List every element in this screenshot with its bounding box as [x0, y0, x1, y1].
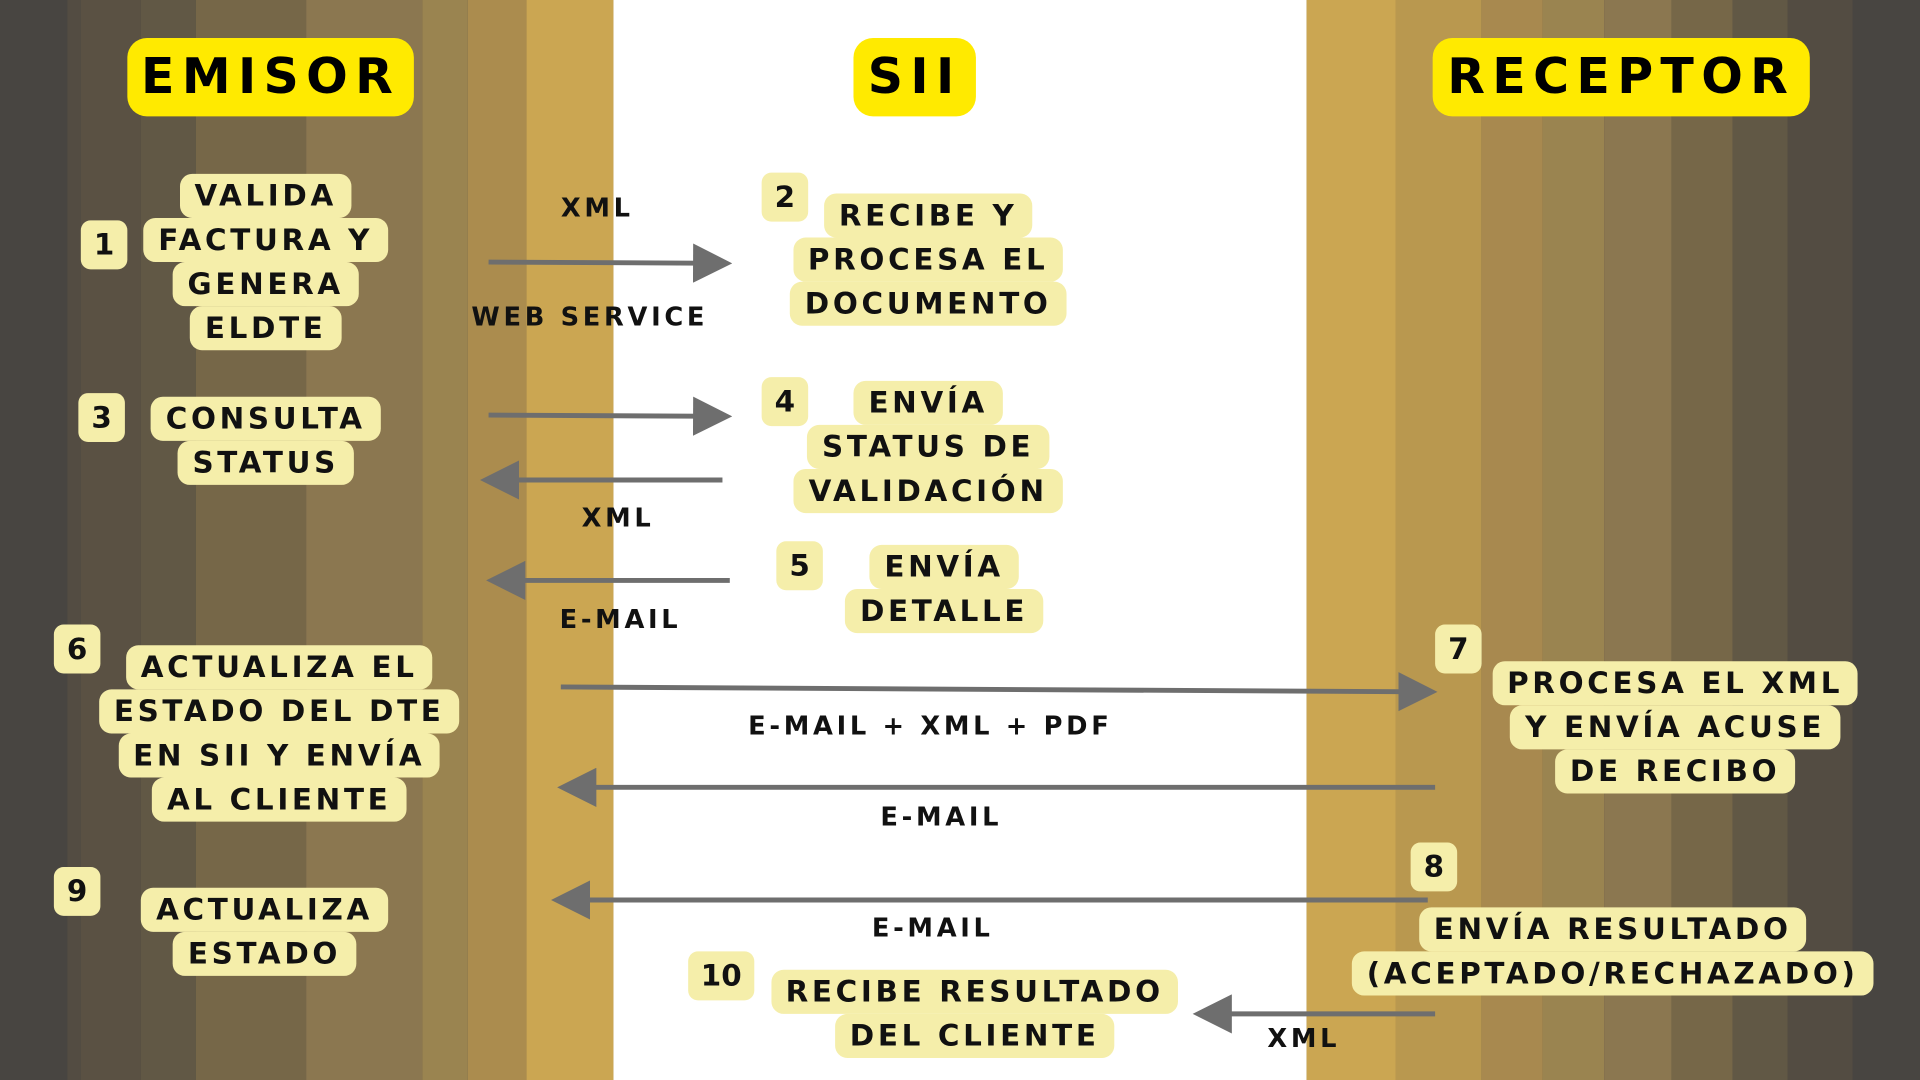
step-text-line: DEL CLIENTE: [835, 1013, 1115, 1058]
stripe: [1481, 0, 1543, 1080]
label-xml: XML: [1267, 1023, 1341, 1054]
step-text-line: PROCESA EL XML: [1492, 661, 1858, 706]
step-text-line: RECIBE RESULTADO: [770, 969, 1179, 1014]
label-web-service: WEB SERVICE: [471, 302, 709, 332]
step-text-line: ELDTE: [190, 306, 342, 351]
step-number: 1: [80, 220, 128, 270]
step-text-line: STATUS DE: [807, 424, 1049, 469]
step-text-line: ACTUALIZA EL: [126, 645, 433, 690]
stripe: [1671, 0, 1733, 1080]
step-number: 4: [761, 377, 809, 427]
step-text-line: ENVÍA: [853, 380, 1003, 425]
stripe: [467, 0, 527, 1080]
step-number: 3: [78, 393, 125, 443]
step-text-line: DE RECIBO: [1555, 749, 1795, 794]
label-email: E-MAIL: [871, 913, 994, 943]
step-number: 10: [688, 951, 755, 1001]
step-text-line: (ACEPTADO/RECHAZADO): [1352, 951, 1874, 996]
step-text-line: AL CLIENTE: [152, 777, 407, 822]
arrow-3-to-4: [488, 396, 733, 436]
step-text-line: STATUS: [177, 440, 354, 485]
step-text-line: ACTUALIZA: [141, 887, 388, 932]
step-number: 7: [1435, 624, 1482, 674]
label-email: E-MAIL: [880, 802, 1003, 832]
step-number: 8: [1410, 842, 1458, 892]
label-xml: XML: [560, 193, 634, 223]
step-text-line: PROCESA EL: [793, 237, 1064, 282]
header-receptor: RECEPTOR: [1432, 37, 1810, 117]
stripe: [1542, 0, 1605, 1080]
step-box: ENVÍA RESULTADO(ACEPTADO/RECHAZADO): [1245, 907, 1920, 996]
label-email: E-MAIL: [559, 604, 682, 635]
step-number: 9: [53, 866, 101, 916]
step-text-line: RECIBE Y: [824, 193, 1033, 238]
step-text-line: Y ENVÍA ACUSE: [1510, 705, 1840, 750]
arrow-1-to-2: [488, 243, 733, 283]
step-text-line: ESTADO: [173, 931, 356, 976]
step-number: 6: [53, 624, 101, 674]
step-text-line: VALIDACIÓN: [793, 468, 1063, 514]
label-xml: XML: [581, 503, 655, 533]
step-text-line: VALIDA: [179, 173, 352, 218]
header-emisor: EMISOR: [127, 37, 414, 117]
step-number: 5: [776, 541, 823, 591]
step-text-line: ENVÍA RESULTADO: [1419, 907, 1807, 952]
step-text-line: DOCUMENTO: [790, 281, 1067, 326]
step-text-line: GENERA: [172, 262, 359, 307]
step-text-line: DETALLE: [845, 588, 1043, 634]
stripe: [1732, 0, 1788, 1080]
header-sii: SII: [853, 37, 976, 117]
step-text-line: FACTURA Y: [143, 217, 388, 263]
stripe: [422, 0, 468, 1080]
step-text-line: ENVÍA: [869, 544, 1019, 589]
label-email-xml-pdf: E-MAIL + XML + PDF: [748, 711, 1113, 741]
stripe: [1787, 0, 1853, 1080]
stripe: [1852, 0, 1920, 1080]
step-text-line: CONSULTA: [151, 396, 381, 441]
step-text-line: ESTADO DEL DTE: [99, 689, 460, 734]
stripe: [67, 0, 81, 1080]
step-number: 2: [761, 172, 809, 222]
arrow-6-to-7: [560, 672, 1438, 712]
step-text-line: EN SII Y ENVÍA: [118, 733, 440, 778]
stripe: [1604, 0, 1672, 1080]
